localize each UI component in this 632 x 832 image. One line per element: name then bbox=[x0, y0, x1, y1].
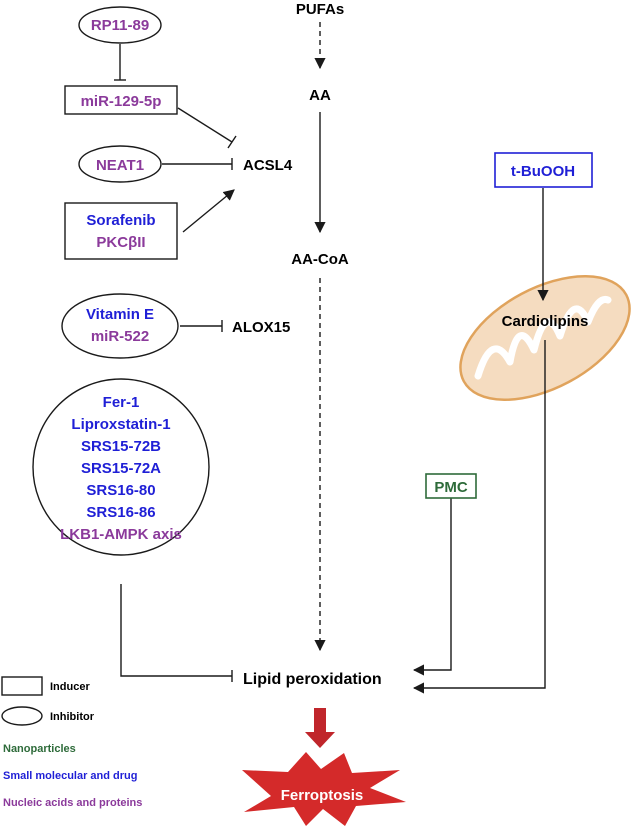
alox15-label: ALOX15 bbox=[232, 319, 290, 336]
ferroptosis-star bbox=[242, 752, 406, 826]
death-arrow bbox=[305, 708, 335, 748]
acsl4-label: ACSL4 bbox=[243, 157, 293, 174]
induce-sorafenib-to-acsl4 bbox=[182, 189, 235, 233]
legend-inducer-symbol bbox=[1, 676, 43, 696]
inhibitor-item: Fer-1 bbox=[103, 394, 140, 411]
mir-129-5p-label: miR-129-5p bbox=[81, 93, 162, 110]
legend-inducer-label: Inducer bbox=[50, 681, 90, 693]
legend-inhibitor-label: Inhibitor bbox=[50, 711, 95, 723]
vitamin-e-mir-522-ellipse bbox=[61, 293, 179, 359]
inhibitor-item: SRS16-80 bbox=[86, 482, 155, 499]
inhibitor-item: Liproxstatin-1 bbox=[71, 416, 170, 433]
inhibitor-item: SRS15-72B bbox=[81, 438, 161, 455]
sorafenib-pkcbii-box bbox=[64, 202, 178, 260]
pmc-label: PMC bbox=[434, 479, 468, 496]
pufas-label: PUFAs bbox=[296, 1, 344, 18]
inhibitor-circle bbox=[32, 378, 210, 556]
inhibit-mir129-to-acsl4 bbox=[177, 107, 233, 143]
legend-inhibitor-symbol bbox=[1, 706, 43, 726]
sorafenib-label: Sorafenib bbox=[86, 212, 155, 229]
arrow-pmc-to-lipid bbox=[412, 498, 452, 676]
t-buooh-box bbox=[494, 152, 593, 188]
inhibit-circle-to-lipid bbox=[120, 584, 232, 677]
aa-coa-label: AA-CoA bbox=[291, 251, 349, 268]
lipid-peroxidation-label: Lipid peroxidation bbox=[243, 671, 382, 688]
pmc-box bbox=[425, 473, 477, 499]
rp11-89-label: RP11-89 bbox=[91, 17, 149, 34]
inhibitor-item: LKB1-AMPK axis bbox=[60, 526, 182, 543]
legend-nanoparticles: Nanoparticles bbox=[3, 743, 76, 755]
aa-label: AA bbox=[309, 87, 331, 104]
legend-small-molecular: Small molecular and drug bbox=[3, 770, 137, 782]
pkcbii-label: PKCβII bbox=[96, 234, 145, 251]
legend-nucleic-acids: Nucleic acids and proteins bbox=[3, 797, 142, 809]
arrow-cardiolipins-to-lipid bbox=[412, 340, 546, 694]
t-buooh-label: t-BuOOH bbox=[511, 163, 575, 180]
mir-129-5p-box bbox=[64, 85, 178, 115]
vitamin-e-label: Vitamin E bbox=[86, 306, 154, 323]
rp11-89-ellipse bbox=[78, 6, 162, 44]
mir-522-label: miR-522 bbox=[91, 328, 149, 345]
legend: Inducer Inhibitor Nanoparticles Small mo… bbox=[1, 676, 142, 809]
cardiolipins-label: Cardiolipins bbox=[502, 313, 589, 330]
inhibitor-item: SRS16-86 bbox=[86, 504, 155, 521]
neat1-ellipse bbox=[78, 145, 162, 183]
inhibitor-item: SRS15-72A bbox=[81, 460, 161, 477]
mitochondrion-shape bbox=[459, 274, 631, 402]
neat1-label: NEAT1 bbox=[96, 157, 144, 174]
ferroptosis-label: Ferroptosis bbox=[281, 787, 364, 804]
